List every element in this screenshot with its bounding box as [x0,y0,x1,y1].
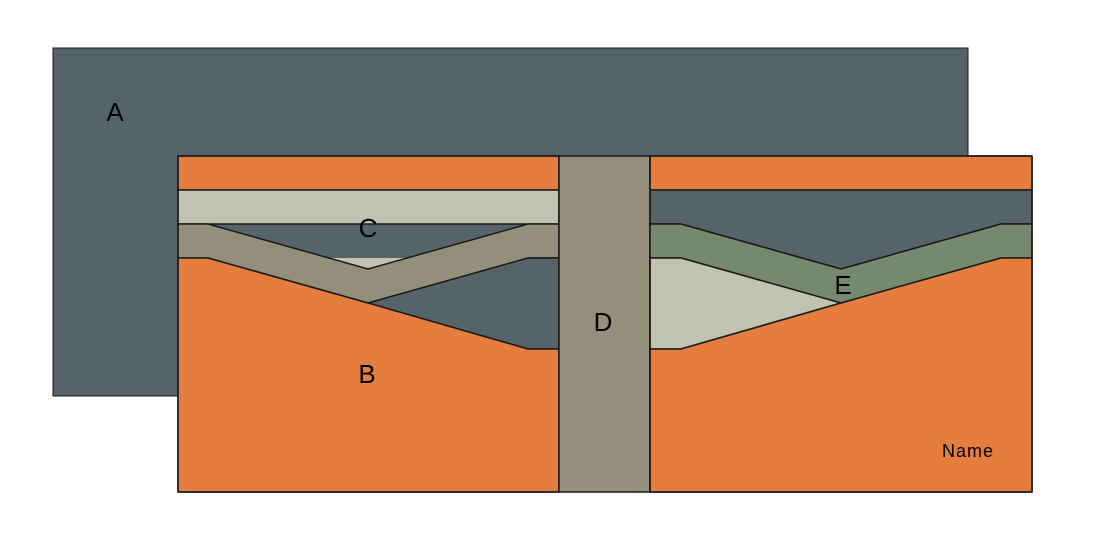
left-top-strip [177,155,560,191]
label-b: B [358,359,375,389]
spine-d [558,155,651,493]
pocket-c [177,189,560,225]
right-top-strip [649,155,1033,191]
label-d: D [594,307,613,337]
label-e: E [834,270,851,300]
right-panel [649,155,1033,493]
label-name: Name [942,441,994,461]
left-panel [177,155,560,493]
label-a: A [106,97,124,127]
label-c: C [359,213,378,243]
